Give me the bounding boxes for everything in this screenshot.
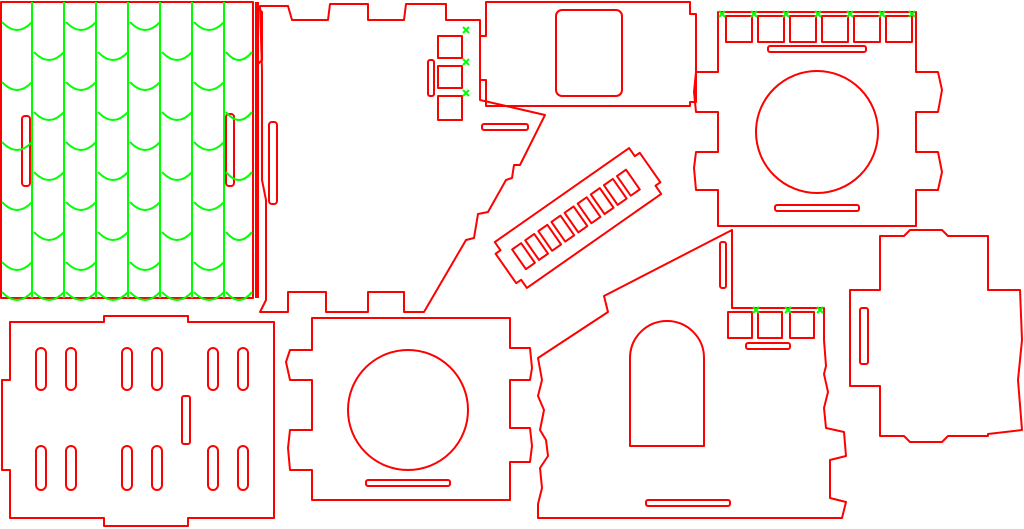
shingle-arc xyxy=(33,171,65,181)
x-mark-icon xyxy=(846,10,854,18)
shingle-arc xyxy=(129,21,161,31)
x-mark-icon xyxy=(752,306,760,314)
roof-shingle-panel xyxy=(0,1,278,299)
cross-shaped-panel xyxy=(849,229,1023,443)
shingle-arc xyxy=(65,81,97,91)
shingle-arc xyxy=(97,111,129,121)
front-wall-door-panel xyxy=(479,1,697,107)
shingle-arc xyxy=(65,21,97,31)
tab-piece xyxy=(437,65,463,89)
perch-slot xyxy=(365,479,451,487)
x-mark-icon xyxy=(462,26,470,34)
shingle-arc xyxy=(97,171,129,181)
engrave-lines xyxy=(1,2,253,301)
shingle-arc xyxy=(225,231,253,241)
shingle-arc xyxy=(129,201,161,211)
shingle-arc xyxy=(225,171,253,181)
tab-piece xyxy=(437,95,463,121)
shingle-arc xyxy=(33,51,65,61)
shingle-bottom xyxy=(161,291,193,301)
shingle-bottom xyxy=(1,291,33,301)
shingle-arc xyxy=(193,21,225,31)
tab-slot-horizontal xyxy=(481,123,529,131)
wall-slot xyxy=(719,241,727,289)
tab-piece xyxy=(437,35,463,59)
shingle-arc xyxy=(225,111,253,121)
panel-slot xyxy=(859,307,869,365)
shingle-arc xyxy=(1,201,33,211)
tab-slot xyxy=(427,59,435,97)
x-mark-icon xyxy=(462,58,470,66)
wall-slot-horizontal xyxy=(745,342,791,350)
x-mark-icon xyxy=(908,10,916,18)
shingle-arc xyxy=(65,141,97,151)
shingle-arc xyxy=(65,261,97,271)
x-mark-icon xyxy=(750,10,758,18)
roof-slot-left xyxy=(21,115,31,187)
x-mark-icon xyxy=(718,10,726,18)
top-slot xyxy=(767,45,867,53)
front-house-wall-arch xyxy=(537,229,847,519)
shingle-arc xyxy=(1,261,33,271)
x-mark-icon xyxy=(878,10,886,18)
roof-slot-side xyxy=(268,121,278,205)
shingle-arc xyxy=(161,231,193,241)
shingle-arc xyxy=(225,51,253,61)
shingle-arc xyxy=(97,51,129,61)
shingle-arc xyxy=(129,261,161,271)
round-hole-wall-top xyxy=(693,11,943,227)
x-mark-icon xyxy=(784,306,792,314)
round-hole-wall-bottom xyxy=(285,317,533,501)
x-mark-icon xyxy=(816,306,824,314)
shingle-arc xyxy=(193,201,225,211)
ladder-piece xyxy=(493,147,663,289)
shingle-bottom xyxy=(225,291,253,301)
shingle-arc xyxy=(97,231,129,241)
shingle-arc xyxy=(193,141,225,151)
entrance-hole xyxy=(347,349,469,471)
shingle-arc xyxy=(65,201,97,211)
shingle-bottom xyxy=(129,291,161,301)
shingle-arc xyxy=(1,21,33,31)
shingle-bottom xyxy=(97,291,129,301)
roof-slot-right xyxy=(225,113,235,187)
entrance-hole xyxy=(755,70,879,194)
shingle-bottom xyxy=(33,291,65,301)
shingle-bottom xyxy=(193,291,225,301)
small-tab-pieces xyxy=(427,35,529,131)
arched-door xyxy=(629,320,705,447)
perch-slot xyxy=(645,499,731,507)
x-mark-icon xyxy=(782,10,790,18)
shingle-arc xyxy=(161,111,193,121)
shingle-arc xyxy=(1,81,33,91)
shingle-arc xyxy=(161,171,193,181)
x-mark-icon xyxy=(462,89,470,97)
shingle-arc xyxy=(33,111,65,121)
alignment-markers xyxy=(462,10,916,314)
shingle-arc xyxy=(33,231,65,241)
shingle-arc xyxy=(129,141,161,151)
shingle-arc xyxy=(1,141,33,151)
floor-panel xyxy=(1,315,275,527)
shingle-arc xyxy=(161,51,193,61)
perch-slot xyxy=(774,204,860,212)
shingle-bottom xyxy=(65,291,97,301)
shingle-arc xyxy=(129,81,161,91)
shingle-arc xyxy=(193,81,225,91)
door-opening xyxy=(555,9,623,97)
shingle-arc xyxy=(193,261,225,271)
x-mark-icon xyxy=(814,10,822,18)
side-wall-sloped xyxy=(259,3,546,313)
